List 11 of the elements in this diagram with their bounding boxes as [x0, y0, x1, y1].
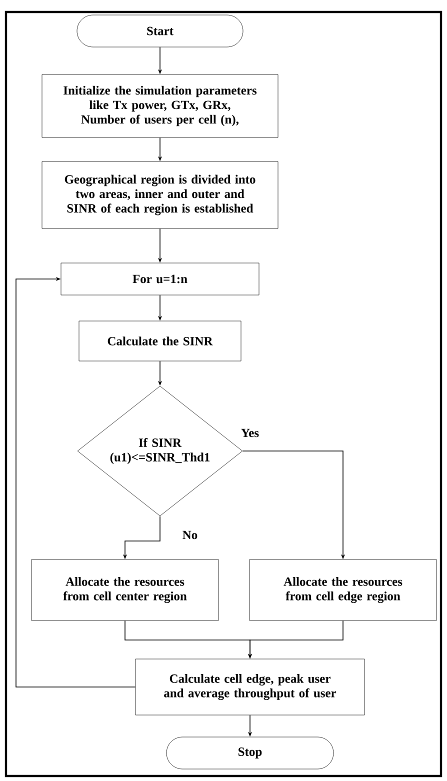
process-box: Allocate the resources from cell center region [31, 559, 219, 621]
process-box: Calculate cell edge, peak user and average throughput of user [135, 658, 365, 716]
arrow [16, 276, 136, 688]
process-box: Allocate the resources from cell edge region [249, 559, 437, 621]
process-box: Calculate the SINR [78, 320, 242, 362]
terminal-box: Start [76, 14, 244, 48]
process-box: For u=1:n [60, 262, 260, 296]
process-box: Initialize the simulation parameters like Tx power, GTx, GRx, Number of users per cell (n), [42, 74, 278, 138]
edge-label: No [181, 530, 199, 540]
terminal-box: Stop [166, 736, 334, 770]
process-box: Geographical region is divided into two areas, inner and outer and SINR of each region is established [42, 161, 278, 229]
